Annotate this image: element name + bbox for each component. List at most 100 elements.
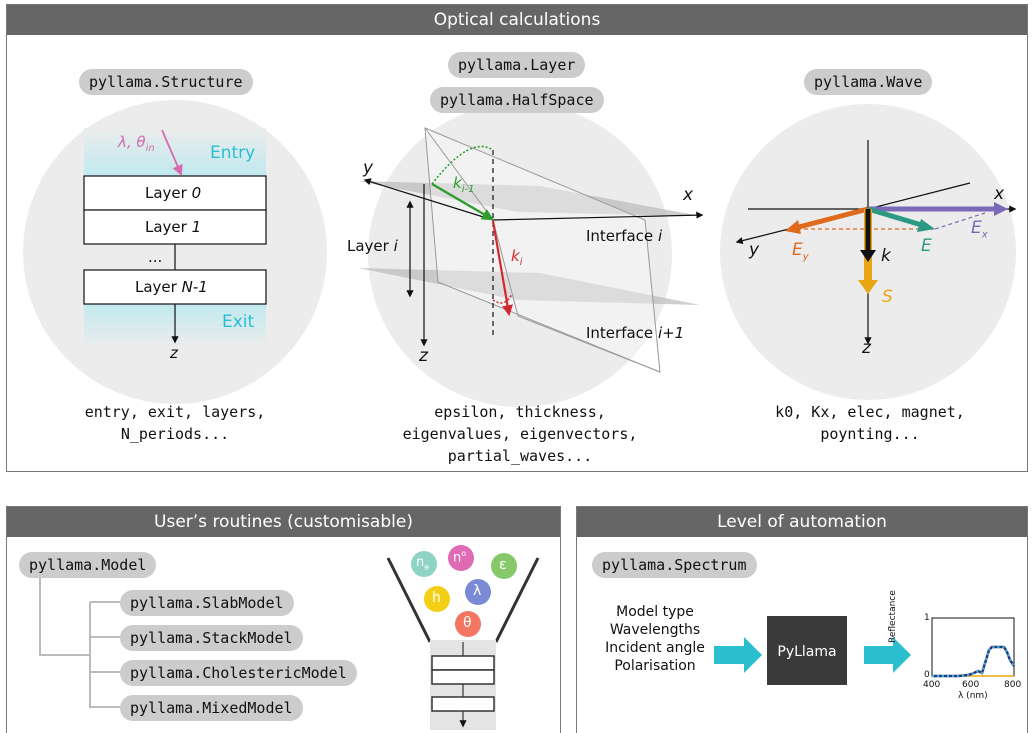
plot-ylabel: Reflectance <box>888 590 898 643</box>
wave-attributes: k0, Kx, elec, magnet, poynting... <box>775 403 965 443</box>
k-prev-label: ki-1 <box>453 174 474 195</box>
h-symbol: h <box>432 590 441 606</box>
interface-i-text: Interface <box>586 227 658 245</box>
structure-attributes: entry, exit, layers, N_periods... <box>84 403 266 443</box>
ey-arrow <box>794 206 869 231</box>
layer-x-label: x <box>683 185 694 205</box>
panel-title: Level of automation <box>577 507 1027 537</box>
ellipsis-label: ... <box>148 248 163 266</box>
layer-1-label: Layer 1 <box>145 218 201 236</box>
funnel-block-1 <box>431 655 495 671</box>
layer-i-label: Layer i <box>347 237 398 255</box>
model-pill: pyllama.Model <box>19 552 157 578</box>
plot-reflectance-dots <box>932 646 1015 677</box>
cholesteric-model-pill: pyllama.CholestericModel <box>120 660 357 686</box>
ey-text: E <box>792 240 803 260</box>
ne-text: n <box>416 555 425 570</box>
top-diagrams <box>23 100 1017 407</box>
layer-x-axis <box>492 211 704 221</box>
ex-label: Ex <box>971 218 988 240</box>
ey-sub: y <box>802 251 809 263</box>
k-cur-arrow <box>491 220 513 317</box>
entry-param-text: λ, θ <box>118 133 146 151</box>
incident-arrow <box>161 129 183 176</box>
wave-x-label: x <box>994 184 1005 204</box>
wave-z-label: z <box>862 338 871 358</box>
h-bubble <box>424 586 450 612</box>
wave-pill: pyllama.Wave <box>804 69 933 95</box>
layer-y-label: y <box>363 158 374 178</box>
wave-y-label: y <box>749 240 760 260</box>
layer-1-idx: 1 <box>191 218 202 236</box>
layer-1-text: Layer <box>145 218 192 236</box>
epsilon-bubble <box>491 553 517 579</box>
layer-i-text: Layer <box>347 237 394 255</box>
incidence-plane-edge <box>424 127 661 373</box>
panel-title: Optical calculations <box>7 5 1027 35</box>
plane-bottom <box>358 268 700 305</box>
layer-n-label: Layer N-1 <box>135 278 208 296</box>
slab-model-pill: pyllama.SlabModel <box>120 590 294 616</box>
ex-sub: x <box>981 229 988 241</box>
halfspace-pill: pyllama.HalfSpace <box>430 87 604 113</box>
no-sub: o <box>461 549 467 558</box>
ex-text: E <box>971 218 982 238</box>
layer-0-label: Layer 0 <box>145 184 201 202</box>
ey-head <box>785 220 801 234</box>
layer-y-axis <box>363 178 494 221</box>
funnel-block-3 <box>431 696 495 712</box>
ey-label: Ey <box>792 240 809 262</box>
k-prev-text: k <box>453 174 462 192</box>
panel-title: User’s routines (customisable) <box>7 507 560 537</box>
k-prev-sub: i-1 <box>461 184 475 195</box>
input-incident-angle: Incident angle <box>605 640 705 656</box>
input-model-type: Model type <box>616 604 694 620</box>
interface-i-label: Interface i <box>586 227 662 245</box>
plot-ytick-0: 0 <box>924 670 930 680</box>
engine-box <box>767 616 847 685</box>
entry-label: Entry <box>210 143 256 163</box>
theta-symbol: θ <box>463 615 472 631</box>
e-head <box>917 219 935 232</box>
s-head <box>858 280 878 294</box>
layer-z-label: z <box>419 346 428 366</box>
ne-sub: e <box>424 562 430 572</box>
automation-flow <box>714 616 1016 685</box>
entry-param-sub: in <box>145 143 155 154</box>
layer-0-box <box>83 175 267 211</box>
plot-xlabel: λ (nm) <box>958 691 988 701</box>
funnel-right <box>494 557 540 643</box>
structure-z-label: z <box>170 344 178 362</box>
e-arrow <box>867 206 926 229</box>
funnel-block-2 <box>431 669 495 685</box>
mixed-model-pill: pyllama.MixedModel <box>120 695 303 721</box>
layer-circle <box>368 103 672 407</box>
ex-dash <box>934 212 986 230</box>
arrow-to-engine <box>714 637 762 673</box>
layer-0-text: Layer <box>145 184 192 202</box>
plot-ytick-1: 1 <box>924 613 930 623</box>
layer-n-text: Layer <box>135 278 182 296</box>
layer-1-box <box>83 209 267 245</box>
layer-n-box <box>83 269 267 305</box>
interface-i1-label: Interface i+1 <box>586 324 684 342</box>
input-wavelengths: Wavelengths <box>609 622 701 638</box>
k-head <box>860 250 876 262</box>
k-cur-sub: i <box>519 257 523 268</box>
layer-n-idx: N-1 <box>181 278 208 296</box>
wave-diag-axis <box>867 182 971 210</box>
interface-i1-text: Interface <box>586 324 658 342</box>
interface-i-idx: i <box>657 227 663 245</box>
plot-xtick-600: 600 <box>962 680 980 690</box>
ne-bubble <box>411 551 437 577</box>
no-text: n <box>453 550 462 566</box>
theta-bubble <box>455 611 481 637</box>
ex-head <box>994 202 1008 216</box>
tree-branch <box>89 602 120 708</box>
no-symbol: no <box>453 549 466 565</box>
k-cur-label: ki <box>511 247 522 268</box>
interface-i1-idx: i+1 <box>657 324 685 342</box>
e-label: E <box>921 236 932 256</box>
k-label: k <box>881 246 891 266</box>
ne-symbol: ne <box>416 555 429 572</box>
